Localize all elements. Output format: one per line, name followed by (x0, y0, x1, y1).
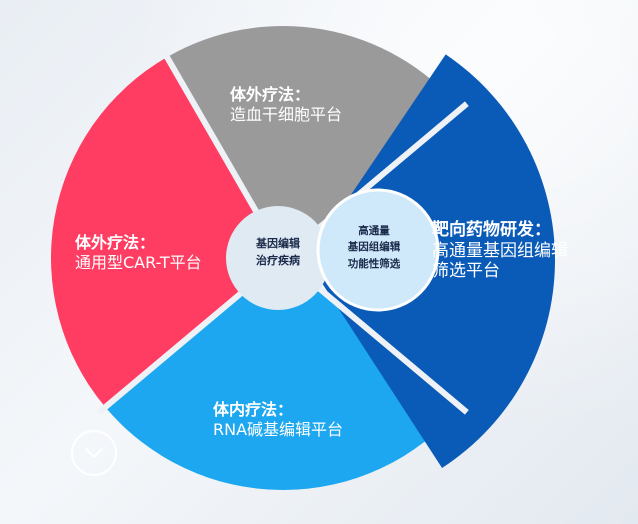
segment-right-subtitle-line2: 筛选平台 (432, 261, 500, 282)
segment-top-hsc[interactable] (167, 26, 461, 259)
segment-left-label: 体外疗法： 通用型CAR-T平台 (75, 233, 202, 272)
center-left-line: 基因编辑 (256, 237, 300, 250)
center-right-line: 功能性筛选 (347, 257, 401, 270)
segment-top-title: 体外疗法： (230, 85, 311, 104)
segment-right-title: 靶向药物研发： (432, 220, 551, 240)
center-hub-gene-editing (226, 206, 330, 310)
segment-right-subtitle-line1: 高通量基因组编辑 (432, 240, 568, 261)
center-hub-screening (316, 188, 440, 312)
segment-left-car-t[interactable] (51, 57, 284, 408)
chevron-down-icon (85, 448, 103, 458)
segment-top-subtitle: 造血干细胞平台 (230, 104, 343, 124)
segment-right-label: 靶向药物研发： 高通量基因组编辑 筛选平台 (432, 220, 568, 282)
center-right-text: 高通量 基因组编辑 功能性筛选 (336, 223, 412, 272)
segment-bottom-title: 体内疗法： (213, 400, 294, 419)
segment-bottom-subtitle: RNA碱基编辑平台 (213, 419, 344, 439)
segment-left-title: 体外疗法： (75, 233, 156, 252)
segment-left-subtitle: 通用型CAR-T平台 (75, 252, 202, 272)
scroll-down-button[interactable] (71, 430, 117, 476)
segment-bottom-rna[interactable] (105, 258, 461, 490)
center-right-line: 高通量 (358, 225, 390, 237)
center-left-line: 治疗疾病 (256, 254, 300, 268)
segment-bottom-label: 体内疗法： RNA碱基编辑平台 (213, 400, 343, 439)
segment-top-label: 体外疗法： 造血干细胞平台 (230, 85, 342, 124)
center-right-line: 基因组编辑 (347, 241, 401, 254)
center-left-text: 基因编辑 治疗疾病 (240, 235, 316, 269)
